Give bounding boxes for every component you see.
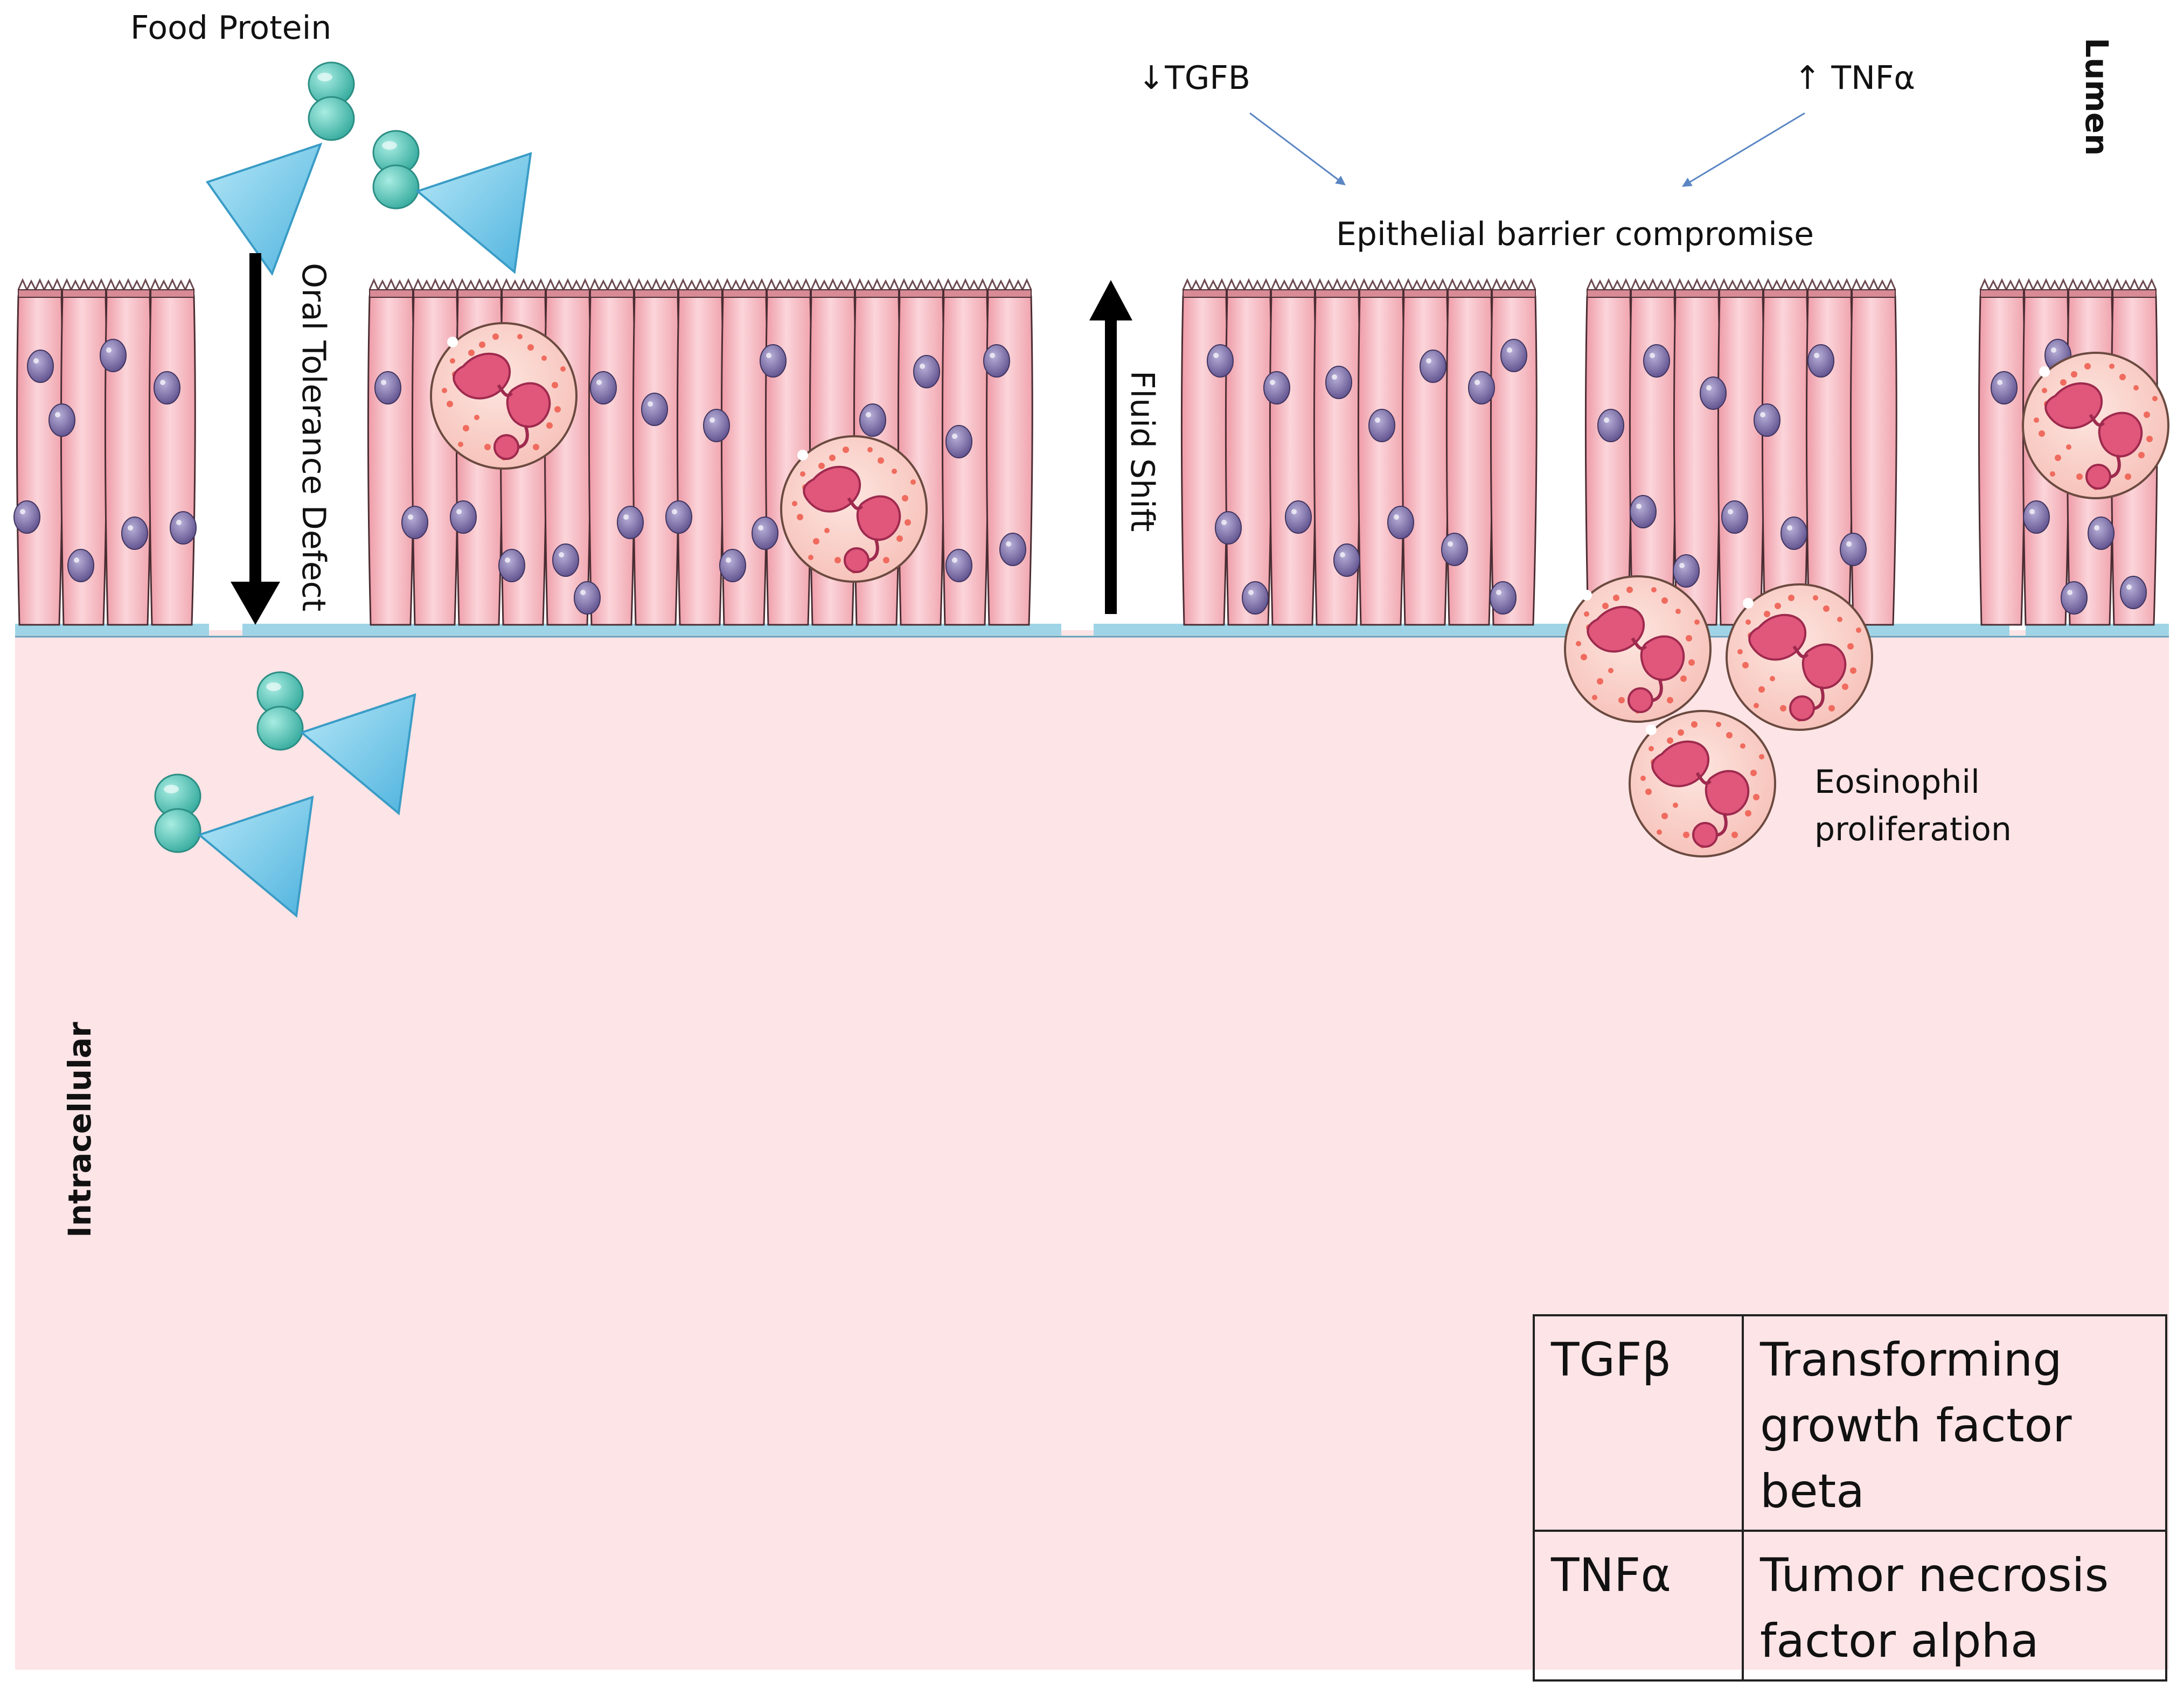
epithelium-segment-4	[1584, 279, 1897, 626]
oral-tolerance-label: Oral Tolerance Defect	[295, 263, 332, 611]
tnfa-arrow	[1681, 112, 1805, 187]
eosinophil-icon	[431, 323, 576, 469]
eosinophil-icon	[781, 436, 927, 582]
definition-line: beta	[1760, 1464, 1865, 1518]
abbreviation-table: TGFβ Transforming growth factor beta TNF…	[1533, 1314, 2167, 1682]
fluid-shift-label: Fluid Shift	[1123, 371, 1161, 532]
fluid-shift-arrow	[1089, 280, 1132, 614]
definition-line: Transforming	[1760, 1333, 2062, 1387]
tnfa-label: ↑ TNFα	[1794, 59, 1915, 97]
definition-line: growth factor	[1760, 1399, 2072, 1453]
eosinophil-icon	[1727, 584, 1872, 730]
definition-cell: Transforming growth factor beta	[1742, 1314, 2167, 1532]
definition-line: Tumor necrosis	[1760, 1549, 2109, 1602]
epithelium-segment-1	[13, 279, 197, 626]
abbr-cell: TNFα	[1533, 1530, 1744, 1682]
food-protein-icon	[372, 130, 532, 273]
eosinophil-icon	[2023, 353, 2168, 498]
barrier-label: Epithelial barrier compromise	[1336, 215, 1814, 253]
abbr-cell: TGFβ	[1533, 1314, 1744, 1532]
eosinophil-label-line1: Eosinophil	[1814, 763, 1980, 801]
eosinophil-icon	[1630, 711, 1775, 856]
definition-line: factor alpha	[1760, 1614, 2039, 1668]
food-protein-label: Food Protein	[130, 9, 331, 47]
lumen-label: Lumen	[2078, 38, 2115, 156]
epithelium-segment-3	[1180, 279, 1538, 626]
tgfb-label: ↓TGFB	[1138, 59, 1250, 97]
oral-tolerance-arrow	[231, 253, 280, 625]
intracellular-label: Intracellular	[61, 1022, 98, 1238]
table-row: TNFα Tumor necrosis factor alpha	[1533, 1530, 2167, 1682]
table-row: TGFβ Transforming growth factor beta	[1533, 1314, 2167, 1532]
definition-cell: Tumor necrosis factor alpha	[1742, 1530, 2167, 1682]
eosinophil-label-line2: proliferation	[1814, 811, 2012, 848]
tgfb-arrow	[1249, 112, 1346, 186]
eosinophil-icon	[1565, 576, 1710, 722]
food-protein-icon	[206, 61, 355, 275]
